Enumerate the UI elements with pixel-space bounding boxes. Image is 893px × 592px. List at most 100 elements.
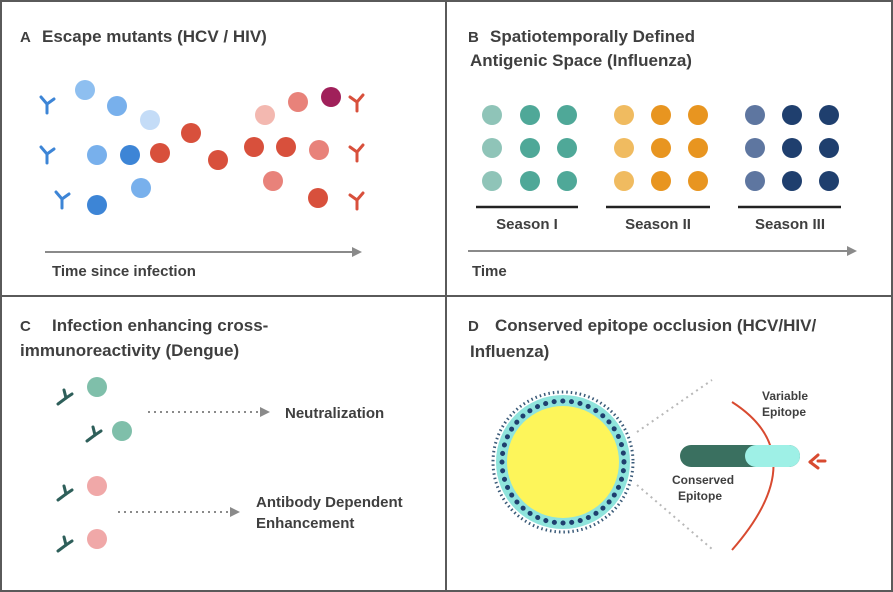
zoom-guide-line: [636, 484, 713, 550]
virus-particle: [745, 105, 765, 125]
virus-particle: [651, 138, 671, 158]
antibody-icon: [56, 388, 74, 406]
antibody-icon: [808, 453, 827, 470]
virus-particle: [255, 105, 275, 125]
virus-particle: [782, 138, 802, 158]
virus-particle: [520, 105, 540, 125]
panel-b-axis-label: Time: [472, 263, 507, 280]
panel-c-letter: C: [20, 318, 31, 335]
virus-particle: [819, 171, 839, 191]
panel-c: C Infection enhancing cross- immunoreact…: [20, 316, 403, 553]
antibody-icon: [39, 95, 56, 115]
virus-particle: [688, 171, 708, 191]
antibody-icon: [348, 93, 365, 113]
panel-a-title: Escape mutants (HCV / HIV): [42, 27, 267, 46]
virus-particle: [87, 529, 107, 549]
virus-particle: [651, 105, 671, 125]
virus-particle: [482, 105, 502, 125]
antibody-icon: [348, 143, 365, 163]
antibody-icon: [85, 425, 103, 443]
virus-particle: [87, 377, 107, 397]
virus-particle: [308, 188, 328, 208]
antibody-icon: [54, 190, 71, 210]
virus-particle: [87, 476, 107, 496]
panel-d: D Conserved epitope occlusion (HCV/HIV/ …: [468, 316, 827, 551]
virus-particle: [288, 92, 308, 112]
virus-particle: [87, 195, 107, 215]
virus-particle: [651, 171, 671, 191]
virus-particle: [112, 421, 132, 441]
panel-c-title-line2: immunoreactivity (Dengue): [20, 341, 239, 360]
outcome-neutralization: Neutralization: [285, 405, 384, 422]
virus-particle: [181, 123, 201, 143]
outcome-ade-line2: Enhancement: [256, 515, 354, 532]
zoom-guide-line: [636, 379, 713, 433]
panel-a-axis-label: Time since infection: [52, 263, 196, 280]
virus-particle: [244, 137, 264, 157]
conserved-epitope-label-line1: Conserved: [672, 473, 734, 487]
virus-particle: [614, 105, 634, 125]
virus-particle: [557, 171, 577, 191]
panel-b-title-line1: Spatiotemporally Defined: [490, 27, 695, 46]
virus-particle: [688, 105, 708, 125]
season-label-1: Season I: [496, 216, 558, 233]
antibody-icon: [56, 484, 74, 502]
antibody-icon: [348, 191, 365, 211]
panel-d-letter: D: [468, 318, 479, 335]
panel-d-title-line2: Influenza): [470, 342, 549, 361]
virus-variants-red: [150, 87, 341, 208]
virus-particle: [614, 171, 634, 191]
virus-particle: [131, 178, 151, 198]
virus-particle: [520, 138, 540, 158]
virus-particle: [520, 171, 540, 191]
virus-particle: [482, 171, 502, 191]
virus-particle: [557, 105, 577, 125]
virus-particle: [745, 138, 765, 158]
virus-variants-blue: [75, 80, 160, 215]
virus-particle: [745, 171, 765, 191]
virus-particle: [87, 145, 107, 165]
season-2-cluster: [614, 105, 708, 191]
variable-epitope-curve: [731, 401, 775, 551]
virus-particle: [688, 138, 708, 158]
virus-particle: [208, 150, 228, 170]
virus-particle: [120, 145, 140, 165]
variable-epitope-label-line1: Variable: [762, 389, 808, 403]
season-1-cluster: [482, 105, 577, 191]
virus-particle: [819, 105, 839, 125]
virion-core: [507, 406, 619, 518]
panel-d-title-line1: Conserved epitope occlusion (HCV/HIV/: [495, 316, 816, 335]
outcome-ade-line1: Antibody Dependent: [256, 494, 403, 511]
panel-c-title-line1: Infection enhancing cross-: [52, 316, 268, 335]
virus-particle: [150, 143, 170, 163]
conserved-epitope-label-line2: Epitope: [678, 489, 722, 503]
antibody-icon: [39, 145, 56, 165]
panel-b-title-line2: Antigenic Space (Influenza): [470, 51, 692, 70]
virion: [491, 390, 635, 534]
panel-b: B Spatiotemporally Defined Antigenic Spa…: [468, 27, 857, 280]
virus-particle: [107, 96, 127, 116]
antibody-icon: [56, 535, 74, 553]
season-label-2: Season II: [625, 216, 691, 233]
virion-surface-proteins: [491, 390, 635, 534]
virus-particle: [140, 110, 160, 130]
virus-particle: [276, 137, 296, 157]
season-label-3: Season III: [755, 216, 825, 233]
season-3-cluster: [745, 105, 839, 191]
variable-head: [745, 445, 800, 467]
virus-particle: [614, 138, 634, 158]
virus-particle: [782, 171, 802, 191]
virus-particle: [819, 138, 839, 158]
virus-particle: [75, 80, 95, 100]
panel-a: A Escape mutants (HCV / HIV): [20, 27, 365, 280]
virus-particle: [321, 87, 341, 107]
virus-particle: [263, 171, 283, 191]
virus-particle: [482, 138, 502, 158]
virus-particle: [557, 138, 577, 158]
panel-b-letter: B: [468, 29, 479, 46]
virus-particle: [782, 105, 802, 125]
panel-a-letter: A: [20, 29, 31, 46]
variable-epitope-label-line2: Epitope: [762, 405, 806, 419]
